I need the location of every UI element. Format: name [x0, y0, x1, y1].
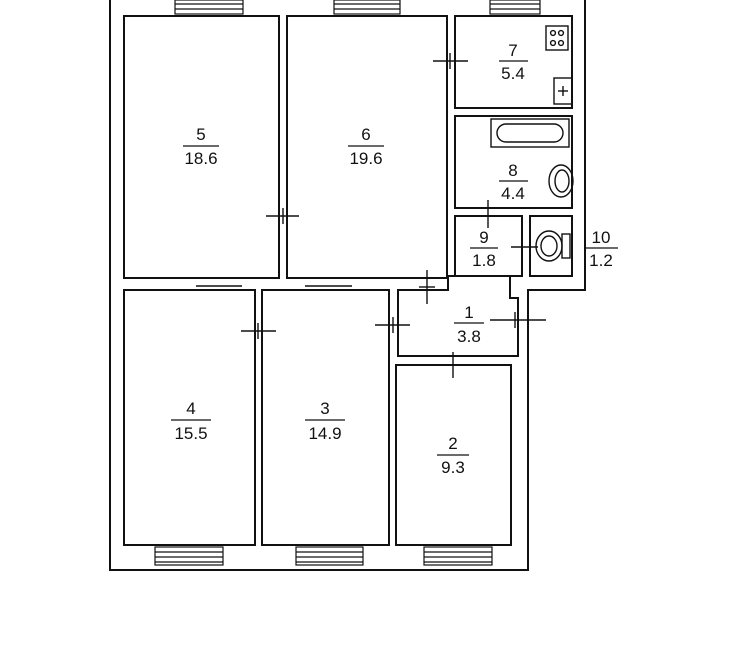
- window-bottom-3: [423, 546, 493, 566]
- room-7-number: 7: [508, 41, 517, 60]
- room-4: [123, 289, 256, 546]
- room-8-number: 8: [508, 161, 517, 180]
- room-6: [286, 15, 448, 279]
- room-3-number: 3: [320, 399, 329, 418]
- room-5: [123, 15, 280, 279]
- room-6-number: 6: [361, 125, 370, 144]
- room-5-area: 18.6: [184, 149, 217, 168]
- toilet-icon: [535, 230, 571, 262]
- room-9-area: 1.8: [472, 251, 496, 270]
- label-room-10: 10 1.2: [584, 228, 618, 270]
- room-1-number: 1: [464, 303, 473, 322]
- room-4-number: 4: [186, 399, 195, 418]
- window-top-2: [333, 0, 401, 15]
- room-10-number: 10: [592, 228, 611, 247]
- room-10: [529, 215, 573, 277]
- room-9-number: 9: [479, 228, 488, 247]
- room-4-area: 15.5: [174, 424, 207, 443]
- room-10-area: 1.2: [589, 251, 613, 270]
- kitchen-sink-icon: [553, 77, 573, 105]
- window-top-1: [174, 0, 244, 15]
- label-room-2: 2 9.3: [437, 434, 469, 477]
- room-1: [397, 275, 519, 357]
- bathtub-icon: [490, 118, 570, 148]
- room-3: [261, 289, 390, 546]
- outer-wall: [109, 0, 586, 571]
- label-room-9: 9 1.8: [470, 228, 498, 270]
- room-7-area: 5.4: [501, 64, 525, 83]
- stove-icon: [545, 25, 569, 51]
- label-room-6: 6 19.6: [348, 125, 384, 168]
- label-room-7: 7 5.4: [499, 41, 528, 83]
- window-bottom-2: [295, 546, 364, 566]
- door-marks: [241, 53, 546, 378]
- label-room-3: 3 14.9: [305, 399, 345, 443]
- room-6-area: 19.6: [349, 149, 382, 168]
- label-room-1: 1 3.8: [454, 303, 484, 346]
- washbasin-icon: [548, 164, 574, 198]
- label-room-8: 8 4.4: [499, 161, 528, 203]
- room-2-area: 9.3: [441, 458, 465, 477]
- room-8-area: 4.4: [501, 184, 525, 203]
- window-top-3: [489, 0, 541, 15]
- room-5-number: 5: [196, 125, 205, 144]
- room-2-number: 2: [448, 434, 457, 453]
- label-room-4: 4 15.5: [171, 399, 211, 443]
- room-1-area: 3.8: [457, 327, 481, 346]
- label-room-5: 5 18.6: [183, 125, 219, 168]
- window-bottom-1: [154, 546, 224, 566]
- room-3-area: 14.9: [308, 424, 341, 443]
